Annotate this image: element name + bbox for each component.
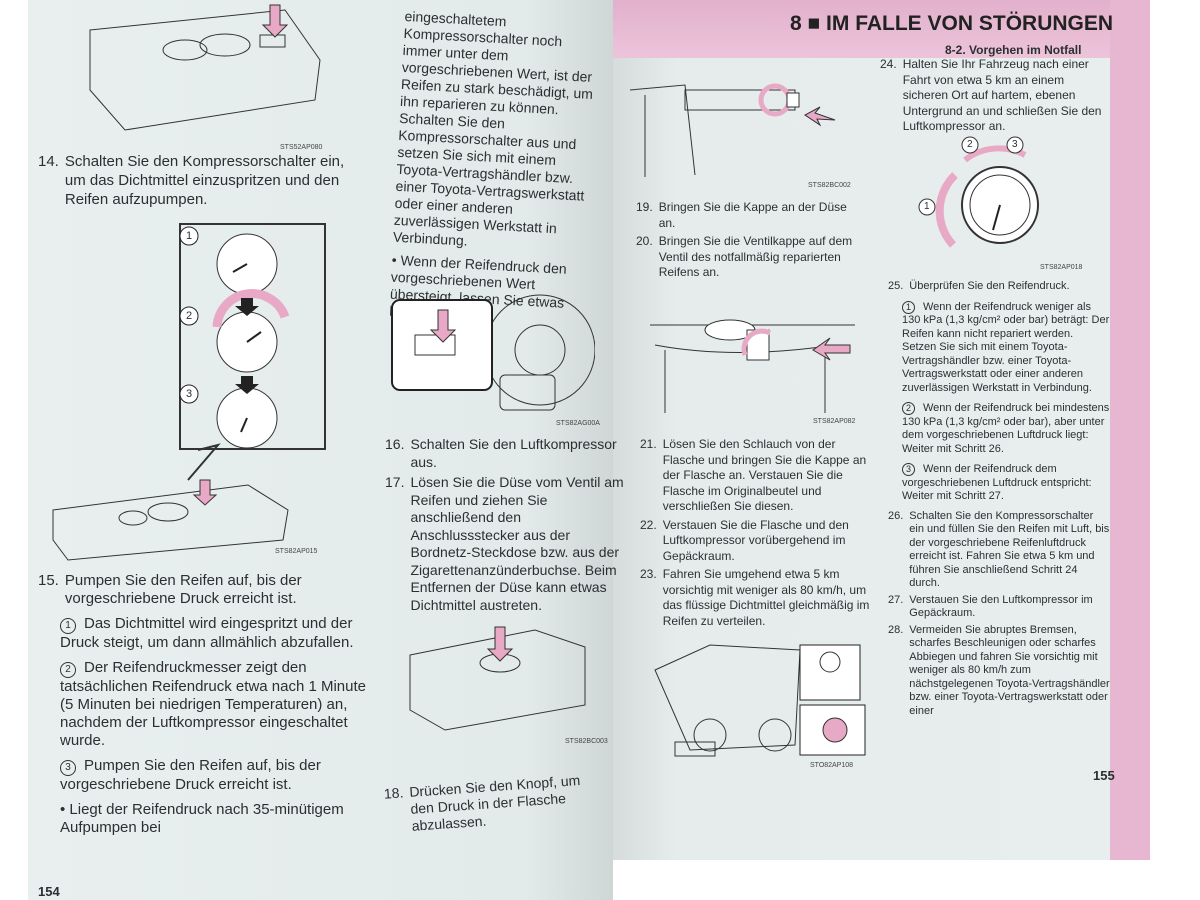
step-number: 25. [888,280,904,292]
gauge-label: 2 [967,139,973,150]
figure-code: STO82AP108 [810,762,854,769]
figure-code: STS52AP080 [280,144,323,151]
pressure-gauge-illustration [918,136,1039,248]
gauge-label: 2 [186,310,193,322]
substep-text: Pumpen Sie den Reifen auf, bis der vorge… [60,757,321,793]
circled-number: 2 [902,402,915,415]
gauge-label: 1 [186,230,193,242]
gauge-label: 1 [924,201,930,212]
circled-number: 1 [60,618,76,634]
step-number: 15. [38,572,59,589]
chapter-header-band [613,0,1150,58]
car-connection-illustration [654,644,866,757]
step-number: 17. [385,474,405,490]
circled-number: 3 [60,760,76,776]
step-text: Bringen Sie die Kappe an der Düse an. [658,200,847,230]
substep-text: Wenn der Reifendruck dem vorgeschriebene… [902,463,1092,502]
page-number: 154 [38,884,60,899]
press-arrow-icon [261,4,289,38]
step-number: 22. [640,517,657,532]
step-number: 24. [880,57,897,71]
figure-code: STS82BC003 [565,738,608,745]
step-number: 14. [38,153,59,170]
step-text: Bringen Sie die Ventilkappe auf dem Vent… [658,234,853,279]
step-number: 20. [636,234,653,248]
steps-19-20: 19. Bringen Sie die Kappe an der Düse an.… [636,200,866,284]
step-number: 28. [888,623,904,636]
steps-21-23: 21. Lösen Sie den Schlauch von der Flasch… [640,437,875,632]
step-14: 14. Schalten Sie den Kompressorschalter e… [38,152,368,212]
substep-text: Wenn der Reifendruck bei mindestens 130 … [902,402,1110,455]
nozzle-cap-illustration [629,83,836,177]
step-number: 26. [888,509,904,522]
step-text: Schalten Sie den Luftkompressor aus. [410,436,617,470]
figure-code: STS82AG00A [556,420,600,427]
gauge-sequence-illustration [179,223,326,450]
substep-text: Wenn der Reifendruck weniger als 130 kPa… [902,300,1110,394]
figure-code: STS82BC002 [808,182,851,189]
compressor-illustration [52,443,289,561]
step-number: 21. [640,437,657,451]
figure-code: STS82AP015 [275,548,318,555]
section-title: 8-2. Vorgehen im Notfall [945,43,1082,57]
valve-cap-illustration [650,319,855,413]
circled-number: 1 [902,300,915,314]
step-text: Lösen Sie den Schlauch von der Flasche u… [662,437,867,513]
step-text: Vermeiden Sie abruptes Bremsen, scharfes… [909,623,1110,717]
page-edge-tab [1110,0,1150,860]
tire-valve-illustration [391,294,595,411]
step-number: 23. [640,567,657,581]
page-number: 155 [1093,768,1115,783]
step-text: Schalten Sie den Kompressorschalter ein,… [64,153,345,208]
step-text: Verstauen Sie den Luftkompressor im Gepä… [909,593,1093,620]
step-text: Überprüfen Sie den Reifendruck. [909,280,1070,292]
step-text: Halten Sie Ihr Fahrzeug nach einer Fahrt… [902,57,1102,133]
bottle-release-illustration [409,626,586,731]
circled-number: 2 [60,662,76,678]
step-number: 18. [383,784,404,802]
substep-text: Das Dichtmittel wird eingespritzt und de… [60,615,354,651]
gauge-label: 3 [186,388,193,400]
step-text: eingeschaltetem Kompressorschalter noch … [392,8,594,249]
step-text: Schalten Sie den Kompressorschalter ein … [909,509,1110,590]
steps-16-17: 16.Schalten Sie den Luftkompressor aus. … [385,436,625,617]
step-text: Fahren Sie umgehend etwa 5 km vorsichtig… [662,567,870,628]
gauge-label: 3 [1012,139,1018,150]
step-number: 16. [385,436,405,452]
step-15: 15. Pumpen Sie den Reifen auf, bis der vo… [38,572,368,837]
step-number: 27. [888,593,904,606]
step-24: 24. Halten Sie Ihr Fahrzeug nach einer Fa… [880,57,1105,138]
step-14-continued: eingeschaltetem Kompressorschalter noch … [389,8,605,330]
compressor-switch-illustration [89,4,321,131]
step-text: Verstauen Sie die Flasche und den Luftko… [662,517,849,563]
figure-code: STS82AP018 [1040,264,1083,271]
bullet-note: • Liegt der Reifendruck nach 35-minütige… [60,801,344,836]
step-text: Pumpen Sie den Reifen auf, bis der vorge… [64,572,302,607]
chapter-title: 8 ■ IM FALLE VON STÖRUNGEN [790,12,1114,35]
step-text: Lösen Sie die Düse vom Ventil am Reifen … [410,474,624,613]
figure-code: STS82AP082 [813,418,856,425]
right-page [613,0,1143,860]
step-number: 19. [636,200,653,214]
substep-text: Der Reifendruckmesser zeigt den tatsächl… [60,659,367,749]
circled-number: 3 [902,463,915,476]
